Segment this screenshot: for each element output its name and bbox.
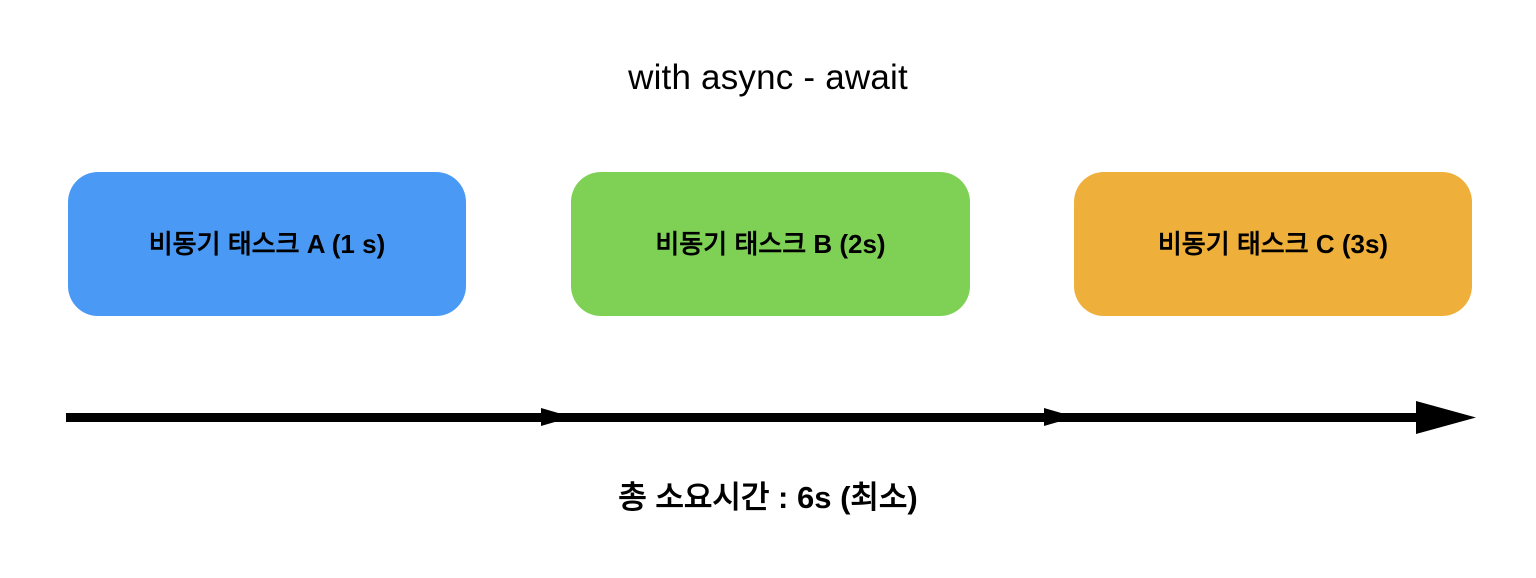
page-title: with async - await	[628, 58, 908, 97]
task-box-c-label: 비동기 태스크 C (3s)	[1157, 229, 1389, 259]
task-box-c[interactable]: 비동기 태스크 C (3s)	[1074, 172, 1472, 316]
task-box-b-label: 비동기 태스크 B (2s)	[655, 229, 886, 259]
time-axis-arrow	[66, 400, 1476, 436]
total-time-caption: 총 소요시간 : 6s (최소)	[618, 480, 918, 515]
task-box-a-label: 비동기 태스크 A (1 s)	[148, 229, 386, 259]
task-box-a[interactable]: 비동기 태스크 A (1 s)	[68, 172, 466, 316]
task-sequence: 비동기 태스크 A (1 s) 비동기 태스크 B (2s) 비동기 태스크 C…	[0, 172, 1536, 426]
task-box-b[interactable]: 비동기 태스크 B (2s)	[571, 172, 970, 316]
